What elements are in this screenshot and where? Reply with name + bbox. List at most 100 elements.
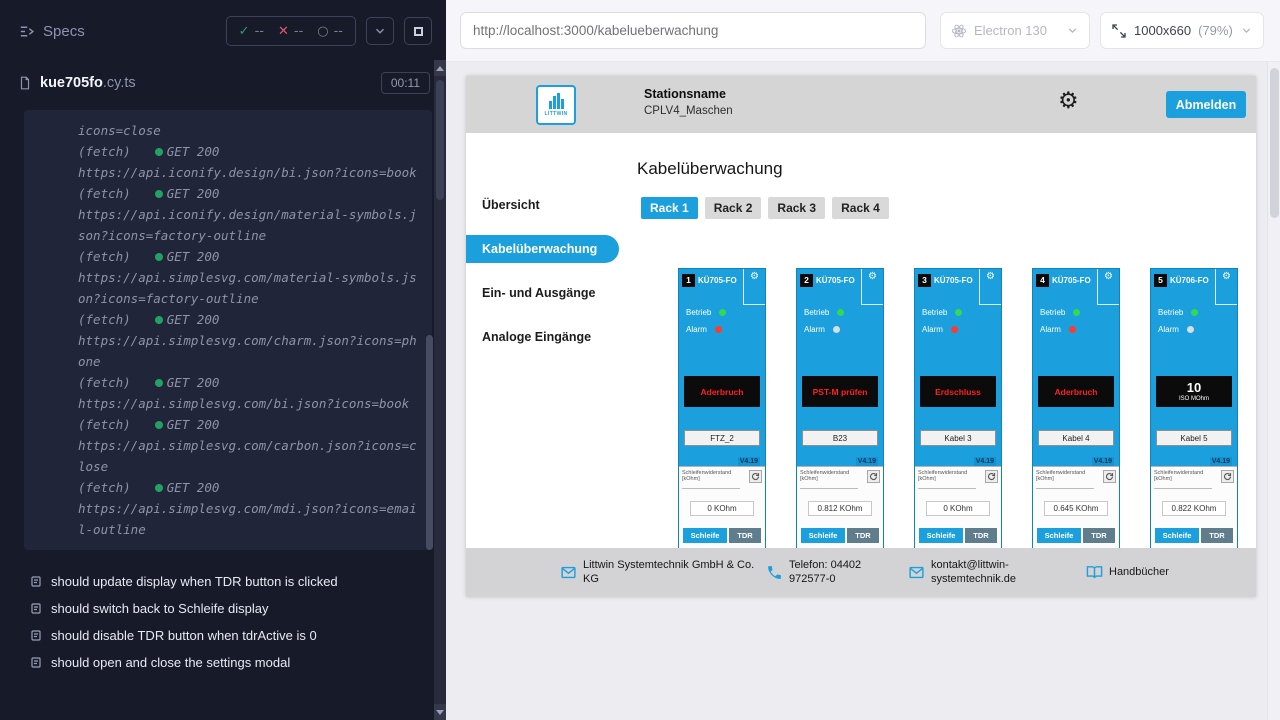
panel-scrollbar-thumb[interactable] [436, 80, 444, 200]
schleife-button[interactable]: Schleife [1155, 528, 1199, 543]
tab-rack-2[interactable]: Rack 2 [704, 197, 762, 219]
browser-scrollbar[interactable] [1267, 62, 1280, 720]
scroll-down-arrow[interactable] [434, 704, 446, 720]
test-stats: ✓-- ✕-- ○-- [225, 16, 356, 46]
app-body: Übersicht Kabelüberwachung Ein- und Ausg… [466, 133, 1256, 597]
cypress-reporter-panel: Specs ✓-- ✕-- ○-- kue705fo .cy.ts 00:11 … [0, 0, 446, 720]
email-icon [561, 566, 576, 579]
network-log-entry[interactable]: (fetch)GET 200 https://api.simplesvg.com… [78, 477, 432, 540]
firmware-version: V4.19 [1209, 457, 1232, 466]
schleife-button[interactable]: Schleife [919, 528, 963, 543]
test-title: should open and close the settings modal [51, 655, 291, 670]
card-model-label: KÜ705-FO [698, 275, 737, 285]
tab-rack-1[interactable]: Rack 1 [641, 197, 698, 219]
url-input[interactable] [460, 12, 926, 49]
station-label: Stationsname [644, 87, 726, 101]
network-log-entry[interactable]: (fetch)GET 200 https://api.simplesvg.com… [78, 246, 432, 309]
refresh-button[interactable] [1221, 470, 1234, 483]
stat-failed: ✕-- [277, 23, 304, 39]
viewport-size: 1000x660 [1134, 23, 1192, 38]
alarm-led [714, 326, 722, 333]
phone-icon [768, 566, 781, 579]
phone-number: Telefon: 04402 972577-0 [789, 558, 862, 585]
request-url: https://api.simplesvg.com/mdi.json?icons… [78, 501, 417, 537]
nav-item-kabelueberwachung[interactable]: Kabelüberwachung [466, 235, 619, 263]
fetch-label: (fetch) [78, 186, 131, 201]
request-url: https://api.simplesvg.com/carbon.json?ic… [78, 438, 417, 474]
spec-timer-badge: 00:11 [380, 72, 430, 94]
test-doc-icon [31, 657, 41, 668]
tab-rack-4[interactable]: Rack 4 [832, 197, 889, 219]
card-settings-button[interactable]: ⚙ [1097, 269, 1119, 305]
collapse-button[interactable] [366, 17, 394, 45]
refresh-button[interactable] [749, 470, 762, 483]
reporter-scrollbar-thumb[interactable] [426, 335, 433, 550]
logo-bars-icon [548, 93, 564, 109]
nav-item-uebersicht[interactable]: Übersicht [482, 198, 540, 212]
test-title: should switch back to Schleife display [51, 601, 269, 616]
schleife-button[interactable]: Schleife [1037, 528, 1081, 543]
cable-name: Kabel 4 [1038, 430, 1114, 446]
fetch-label: (fetch) [78, 144, 131, 159]
tdr-button[interactable]: TDR [729, 528, 761, 543]
tdr-button[interactable]: TDR [965, 528, 997, 543]
footer-phone[interactable]: Telefon: 04402 972577-0 [766, 559, 908, 587]
spec-file-icon [18, 75, 32, 91]
logout-button[interactable]: Abmelden [1166, 91, 1246, 118]
sidebar-nav: Übersicht Kabelüberwachung Ein- und Ausg… [466, 133, 621, 597]
refresh-icon [1105, 472, 1114, 481]
log-url-tail[interactable]: icons=close [78, 123, 161, 138]
tdr-button[interactable]: TDR [1201, 528, 1233, 543]
stop-button[interactable] [404, 17, 432, 45]
scale-icon [1112, 23, 1126, 38]
refresh-button[interactable] [1103, 470, 1116, 483]
status-display: Aderbruch [684, 376, 760, 407]
panel-scrollbar[interactable] [434, 60, 446, 720]
footer-manuals-link[interactable]: Handbücher [1086, 564, 1169, 581]
spec-header[interactable]: kue705fo .cy.ts 00:11 [0, 62, 446, 104]
fetch-label: (fetch) [78, 480, 131, 495]
test-item[interactable]: should switch back to Schleife display [0, 595, 446, 622]
betrieb-label: Betrieb [686, 308, 712, 317]
test-item[interactable]: should disable TDR button when tdrActive… [0, 622, 446, 649]
card-settings-button[interactable]: ⚙ [979, 269, 1001, 305]
schleife-button[interactable]: Schleife [683, 528, 727, 543]
refresh-button[interactable] [985, 470, 998, 483]
browser-scrollbar-thumb[interactable] [1270, 68, 1279, 218]
viewport-size-control[interactable]: 1000x660 (79%) [1100, 12, 1264, 49]
test-item[interactable]: should open and close the settings modal [0, 649, 446, 676]
browser-name: Electron 130 [974, 23, 1047, 38]
test-item[interactable]: should update display when TDR button is… [0, 568, 446, 595]
tdr-button[interactable]: TDR [847, 528, 879, 543]
nav-item-analoge-eingaenge[interactable]: Analoge Eingänge [482, 330, 592, 344]
browser-select[interactable]: Electron 130 [940, 12, 1090, 49]
network-log-entry[interactable]: (fetch)GET 200 https://api.iconify.desig… [78, 141, 432, 183]
footer-company: Littwin Systemtechnik GmbH & Co. KG [560, 559, 766, 587]
nav-item-ein-und-ausgaenge[interactable]: Ein- und Ausgänge [482, 286, 596, 300]
status-display: Erdschluss [920, 376, 996, 407]
schleife-button[interactable]: Schleife [801, 528, 845, 543]
tab-rack-3[interactable]: Rack 3 [768, 197, 826, 219]
refresh-button[interactable] [867, 470, 880, 483]
footer-email[interactable]: kontakt@littwin-systemtechnik.de [908, 559, 1086, 587]
specs-menu-button[interactable]: Specs [18, 23, 85, 40]
card-settings-button[interactable]: ⚙ [743, 269, 765, 305]
settings-gear-icon[interactable]: ⚙ [1058, 88, 1079, 114]
status-display: Aderbruch [1038, 376, 1114, 407]
card-settings-button[interactable]: ⚙ [1215, 269, 1237, 305]
scroll-up-arrow[interactable] [434, 60, 446, 76]
network-log-entry[interactable]: (fetch)GET 200 https://api.iconify.desig… [78, 183, 432, 246]
success-dot-icon [154, 189, 163, 198]
test-title: should update display when TDR button is… [51, 574, 338, 589]
tdr-button[interactable]: TDR [1083, 528, 1115, 543]
card-settings-button[interactable]: ⚙ [861, 269, 883, 305]
circle-icon: ○ [317, 23, 329, 39]
alarm-led [1068, 326, 1076, 333]
page-title: Kabelüberwachung [637, 159, 783, 178]
network-log-entry[interactable]: (fetch)GET 200 https://api.simplesvg.com… [78, 414, 432, 477]
network-log-entry[interactable]: (fetch)GET 200 https://api.simplesvg.com… [78, 372, 432, 414]
card-model-label: KÜ706-FO [1170, 275, 1209, 285]
network-log-entry[interactable]: (fetch)GET 200 https://api.simplesvg.com… [78, 309, 432, 372]
